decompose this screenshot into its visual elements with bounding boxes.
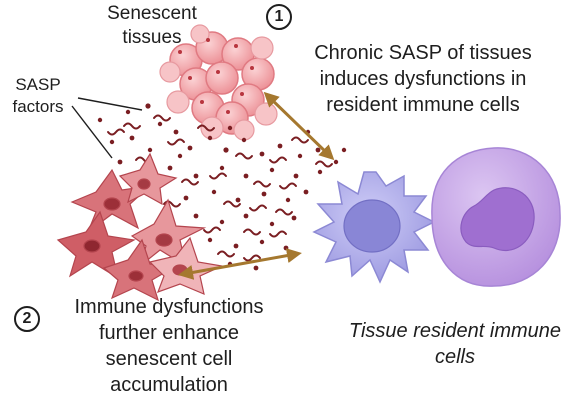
step-2-number: 2	[22, 310, 32, 327]
step-1-line-3: resident immune cells	[326, 94, 520, 116]
step-2-line-1: Immune dysfunctions	[74, 296, 264, 318]
step-1-description: Chronic SASP of tissues induces dysfunct…	[282, 40, 564, 118]
step-2-description: Immune dysfunctions further enhance sene…	[46, 294, 292, 398]
senescent-tissue-cluster	[159, 24, 278, 141]
step-2-line-2: further enhance	[98, 322, 240, 344]
immune-label-line-2: cells	[434, 346, 475, 368]
immune-label-line-1: Tissue resident immune	[348, 320, 562, 342]
step-2-badge: 2	[14, 306, 40, 332]
granulocyte-immune-cell	[431, 147, 561, 287]
step-1-number: 1	[274, 8, 284, 25]
label-senescent-tissues-line-2: tissues	[122, 27, 182, 48]
label-sasp-factors-line-1: SASP	[15, 75, 61, 94]
label-senescent-tissues: Senescent tissues	[92, 2, 212, 50]
step-1-badge: 1	[266, 4, 292, 30]
arrow-immune-to-fibroblast	[178, 248, 302, 280]
step-2-line-4: accumulation	[110, 374, 228, 396]
step-1-line-1: Chronic SASP of tissues	[314, 42, 532, 64]
step-2-line-3: senescent cell	[105, 348, 233, 370]
label-tissue-resident-immune-cells: Tissue resident immune cells	[332, 318, 578, 370]
label-sasp-factors-line-2: factors	[12, 97, 64, 116]
step-1-line-2: induces dysfunctions in	[319, 68, 527, 90]
sasp-pointer-lines	[71, 97, 143, 159]
label-senescent-tissues-line-1: Senescent	[107, 3, 197, 24]
dendritic-immune-cell	[312, 171, 436, 284]
senescent-fibroblast-cells	[56, 152, 225, 302]
label-sasp-factors: SASP factors	[6, 74, 70, 118]
arrow-tissue-to-immune	[263, 91, 335, 161]
